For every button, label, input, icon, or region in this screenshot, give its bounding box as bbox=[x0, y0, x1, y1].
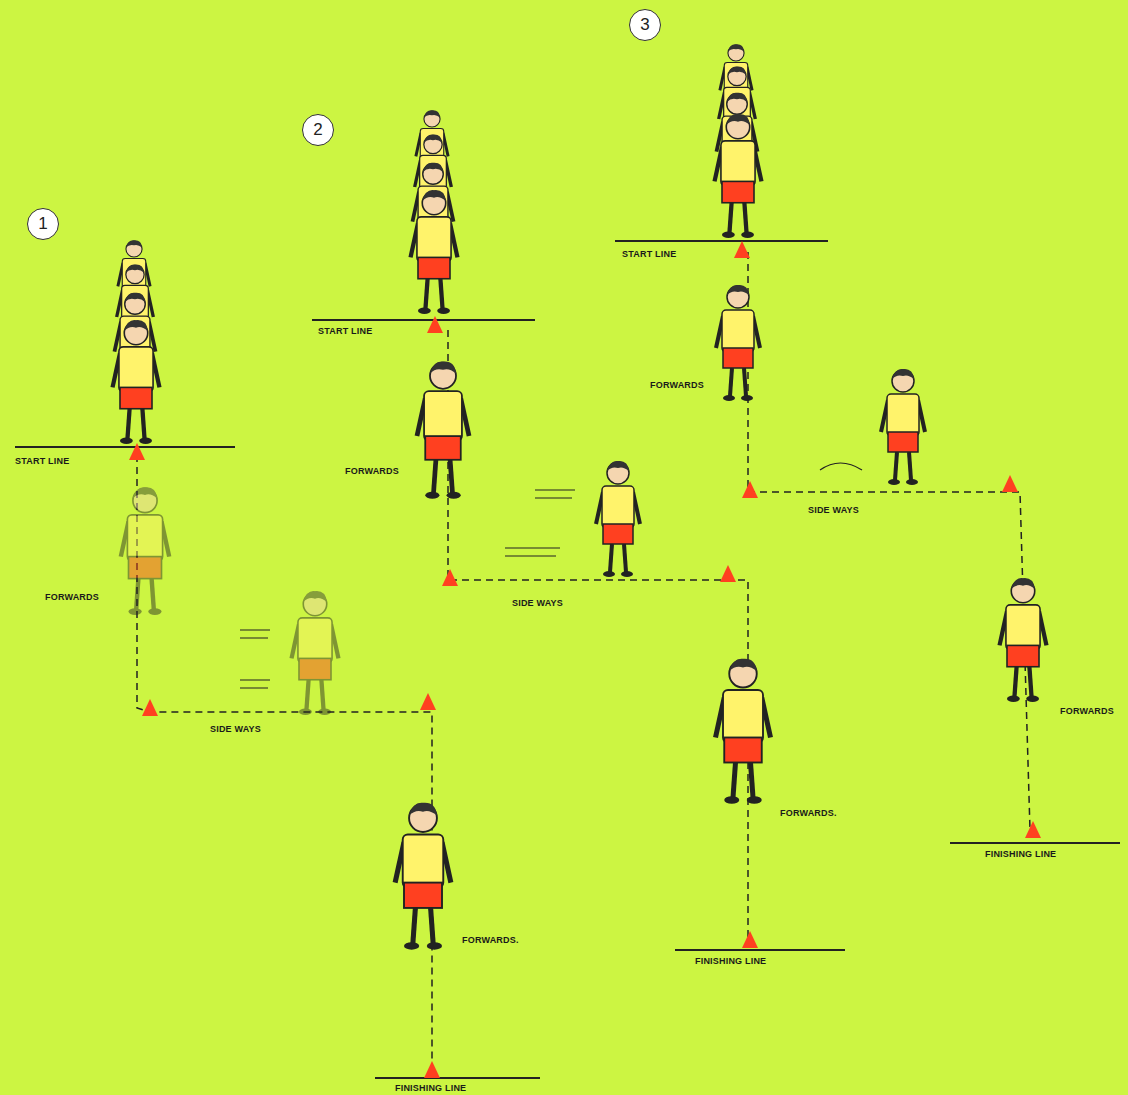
drill-label: START LINE bbox=[622, 249, 676, 259]
drill-label: FINISHING LINE bbox=[695, 956, 766, 966]
drill-label: FORWARDS bbox=[45, 592, 99, 602]
drill-label: SIDE WAYS bbox=[808, 505, 859, 515]
drill-label: FINISHING LINE bbox=[985, 849, 1056, 859]
drill-label: FORWARDS bbox=[345, 466, 399, 476]
drill-label: START LINE bbox=[318, 326, 372, 336]
drill-label: FORWARDS bbox=[650, 380, 704, 390]
drill-label: FORWARDS. bbox=[462, 935, 519, 945]
callout-number: 1 bbox=[27, 208, 59, 240]
drill-label: SIDE WAYS bbox=[512, 598, 563, 608]
drill-label: START LINE bbox=[15, 456, 69, 466]
callout-text: 1 bbox=[38, 214, 47, 234]
drill-label: FINISHING LINE bbox=[395, 1083, 466, 1093]
callout-text: 2 bbox=[313, 120, 322, 140]
callout-number: 2 bbox=[302, 114, 334, 146]
callout-text: 3 bbox=[640, 15, 649, 35]
drill-label: SIDE WAYS bbox=[210, 724, 261, 734]
drill-label: FORWARDS bbox=[1060, 706, 1114, 716]
callout-number: 3 bbox=[629, 9, 661, 41]
drill-label: FORWARDS. bbox=[780, 808, 837, 818]
